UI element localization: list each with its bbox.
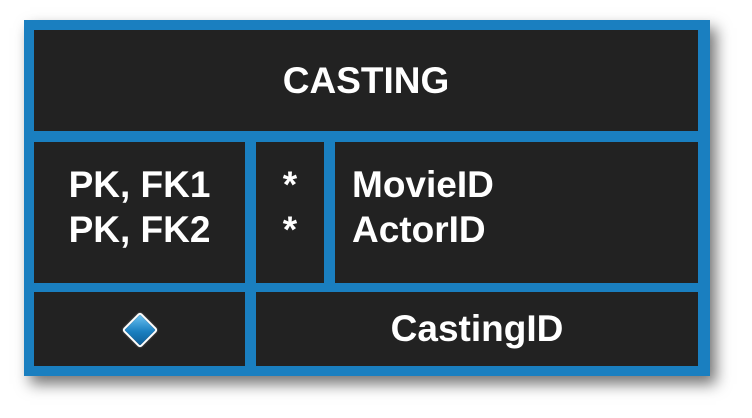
diamond-icon <box>121 311 158 349</box>
key-label: PK, FK1 <box>68 164 211 205</box>
surrogate-key-cell: CastingID <box>256 292 698 366</box>
attribute-column: MovieID ActorID <box>335 142 698 283</box>
required-column: * * <box>256 142 324 283</box>
attribute-movieid: MovieID <box>352 164 494 205</box>
attribute-actorid: ActorID <box>352 209 486 250</box>
required-marker: * <box>282 209 298 250</box>
casting-entity[interactable]: CASTING PK, FK1 PK, FK2 * * MovieID Acto… <box>24 20 710 376</box>
key-label: PK, FK2 <box>68 209 211 250</box>
surrogate-key-icon-cell <box>34 292 245 366</box>
entity-name: CASTING <box>282 59 450 101</box>
key-column: PK, FK1 PK, FK2 <box>34 142 245 283</box>
required-marker: * <box>282 164 298 205</box>
entity-title: CASTING <box>34 30 698 131</box>
surrogate-key-name: CastingID <box>390 308 564 349</box>
